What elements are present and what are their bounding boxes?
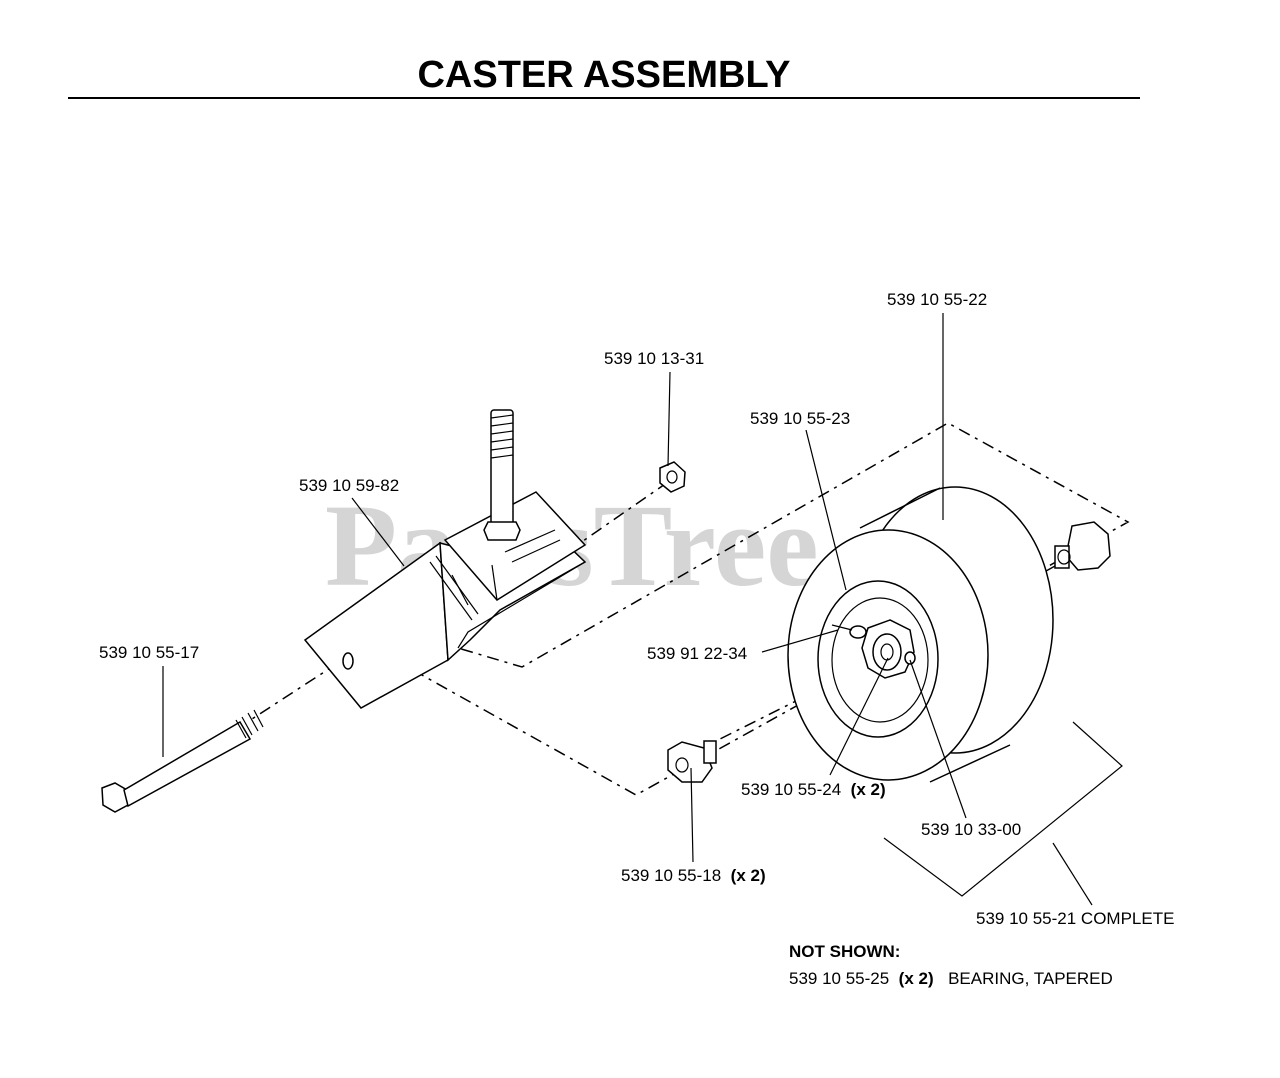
callout-fitting: 539 10 33-00: [921, 820, 1021, 839]
caster-wheel: [787, 486, 1054, 783]
caster-fork-plate: [303, 491, 587, 709]
not-shown-heading: NOT SHOWN:: [789, 942, 900, 961]
not-shown-desc: BEARING, TAPERED: [948, 969, 1113, 988]
callout-bolt: 539 10 55-17: [99, 643, 199, 662]
not-shown-block: NOT SHOWN: 539 10 55-25 (x 2) BEARING, T…: [789, 942, 1113, 988]
not-shown-qty: (x 2): [899, 969, 934, 988]
axle-bolt: [101, 709, 264, 813]
spacer-right: [1054, 521, 1111, 571]
hex-nut: [659, 461, 686, 493]
callout-rim: 539 10 55-23: [750, 409, 850, 428]
title-underline: [68, 97, 1140, 99]
callout-bearing-cup-qty: (x 2): [851, 780, 886, 799]
callout-fork: 539 10 59-82: [299, 476, 399, 495]
callout-grease-fitting: 539 91 22-34: [647, 644, 747, 663]
callout-bearing-cup: 539 10 55-24 (x 2): [741, 780, 886, 799]
callout-tire: 539 10 55-22: [887, 290, 987, 309]
callout-spacer-part: 539 10 55-18: [621, 866, 721, 885]
callout-nut: 539 10 13-31: [604, 349, 704, 368]
callout-bearing-cup-part: 539 10 55-24: [741, 780, 841, 799]
callout-spacer: 539 10 55-18 (x 2): [621, 866, 766, 885]
spacer-left: [667, 740, 717, 783]
callout-wheel-complete: 539 10 55-21 COMPLETE: [976, 909, 1174, 928]
leader-lines: [162, 313, 1123, 906]
not-shown-item: 539 10 55-25 (x 2) BEARING, TAPERED: [789, 969, 1113, 988]
not-shown-part: 539 10 55-25: [789, 969, 889, 988]
page-title: CASTER ASSEMBLY: [417, 54, 791, 96]
callout-spacer-qty: (x 2): [731, 866, 766, 885]
kingpin-stud: [483, 409, 521, 541]
callouts: 539 10 13-31 539 10 55-22 539 10 55-23 5…: [99, 290, 1174, 928]
